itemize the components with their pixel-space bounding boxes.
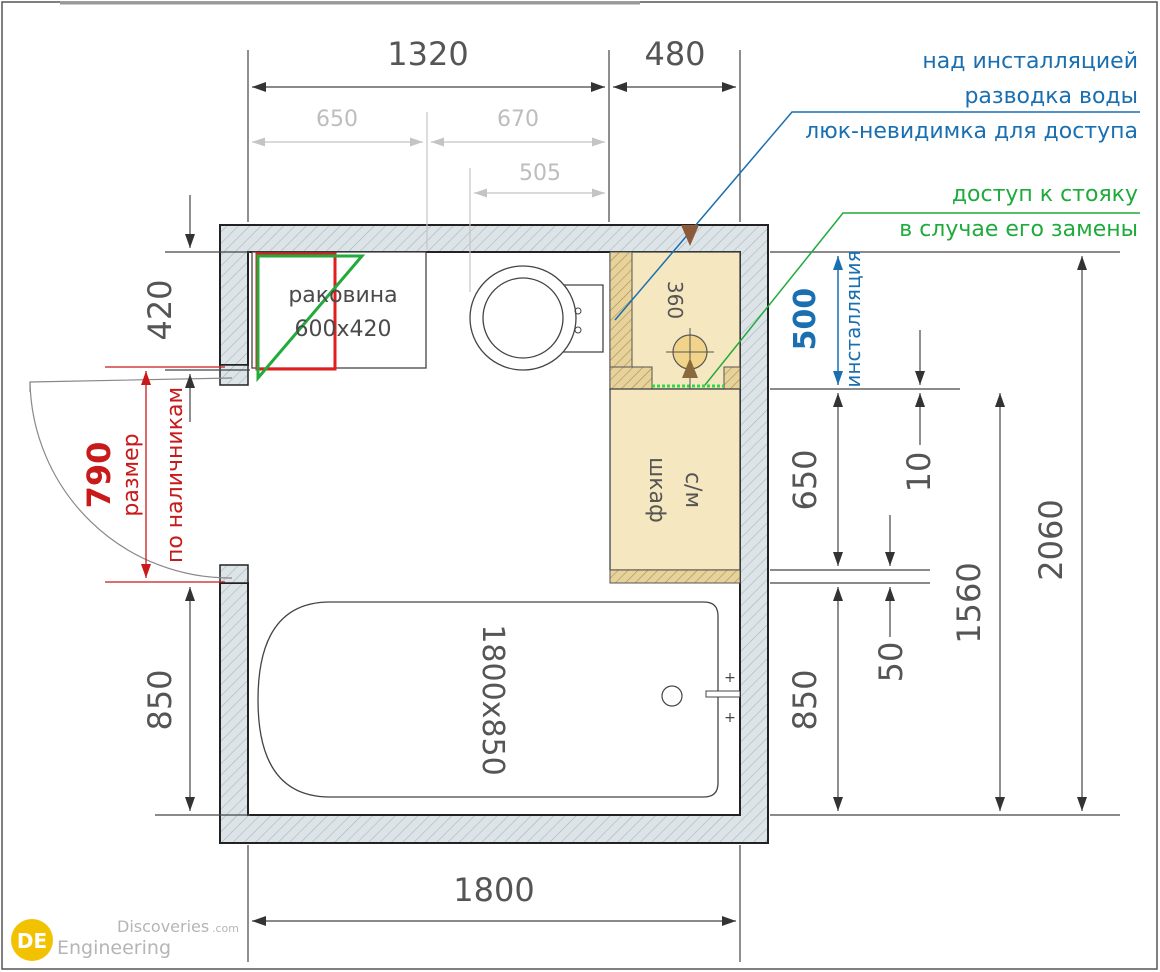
watermark-domain: .com — [212, 922, 239, 935]
cabinet-wm-label: с/м — [680, 472, 705, 508]
niche-dimension: 360 — [663, 281, 687, 319]
installation-box — [609, 251, 741, 408]
install-label: инсталляция — [841, 250, 865, 387]
sink — [251, 251, 427, 383]
dim-850-left: 850 — [141, 669, 179, 730]
note-blue-leader — [614, 111, 1140, 321]
door-width: 790 — [80, 442, 118, 509]
watermark: DE Discoveries .com Engineering — [11, 917, 239, 961]
bottom-dimension-lines — [247, 845, 741, 962]
dim-480: 480 — [644, 35, 705, 73]
access-pointer-icon — [681, 225, 699, 246]
washing-machine-cabinet — [609, 388, 741, 584]
dim-1320: 1320 — [387, 35, 468, 73]
dim-2060: 2060 — [1032, 499, 1070, 580]
note-green-leader — [704, 212, 1140, 386]
note-blue-line2: разводка воды — [964, 84, 1138, 109]
dim-650-right: 650 — [786, 449, 824, 510]
dim-670: 670 — [497, 107, 539, 132]
top-dimension-lines — [247, 50, 741, 222]
dim-1560: 1560 — [950, 562, 988, 643]
dim-10: 10 — [900, 452, 938, 493]
watermark-word2: Engineering — [57, 937, 171, 959]
note-blue-line1: над инсталляцией — [922, 49, 1138, 74]
bath-size: 1800x850 — [475, 624, 510, 775]
sub-dimension-lines — [252, 112, 605, 292]
sink-name: раковина — [288, 283, 397, 308]
dim-420: 420 — [141, 279, 179, 340]
dim-505: 505 — [519, 161, 561, 186]
note-green-line2: в случае его замены — [899, 217, 1138, 242]
door — [29, 377, 233, 579]
door-label-1: размер — [119, 433, 144, 516]
toilet — [469, 265, 604, 371]
install-height: 500 — [788, 288, 823, 351]
bathtub: + + — [257, 601, 741, 798]
dim-650-top: 650 — [316, 107, 358, 132]
dim-50: 50 — [872, 642, 910, 683]
logo-letters: DE — [17, 929, 47, 953]
sink-size: 600x420 — [294, 317, 391, 342]
note-blue-line3: люк-невидимка для доступа — [805, 119, 1138, 144]
svg-text:+: + — [724, 710, 736, 726]
svg-text:+: + — [724, 670, 736, 686]
watermark-word1: Discoveries — [117, 917, 209, 936]
logo-icon — [11, 919, 53, 961]
dim-850-right: 850 — [786, 669, 824, 730]
cabinet-label: шкаф — [644, 457, 669, 523]
note-green-line1: доступ к стояку — [952, 182, 1138, 207]
left-dimension-lines — [155, 195, 250, 816]
door-dimension-lines — [105, 366, 225, 583]
dim-1800: 1800 — [453, 871, 534, 909]
door-label-2: по наличникам — [163, 387, 188, 563]
right-dimension-lines — [770, 251, 1120, 816]
